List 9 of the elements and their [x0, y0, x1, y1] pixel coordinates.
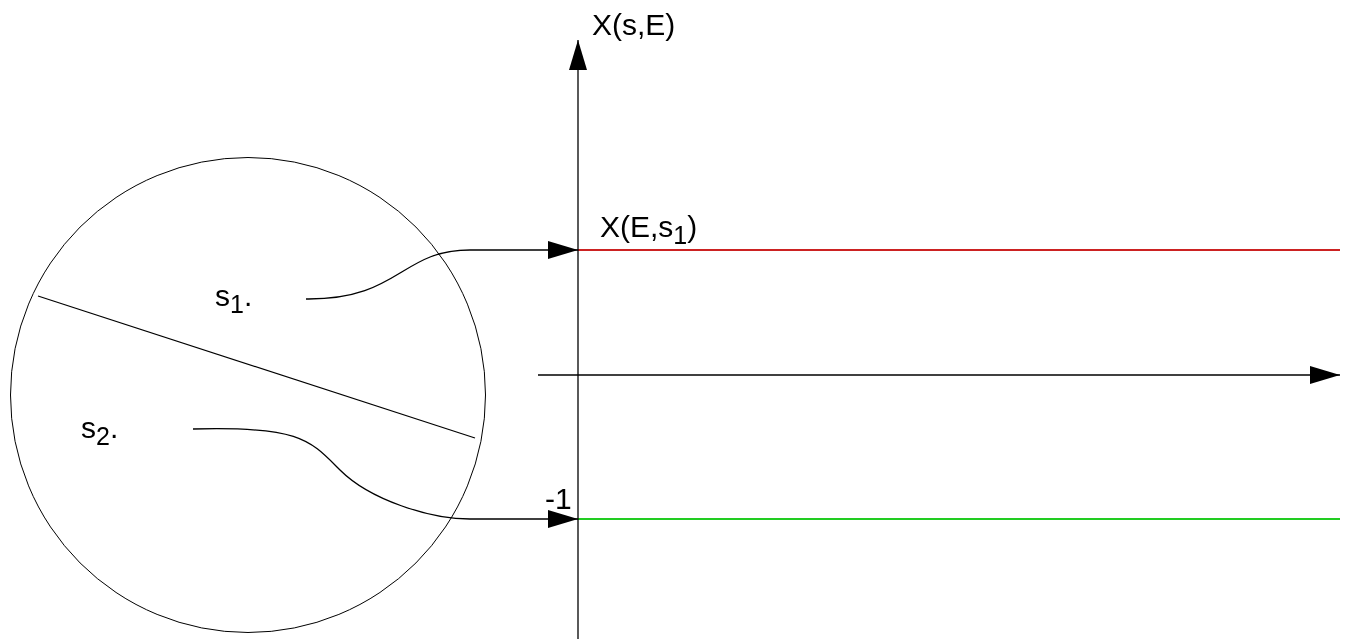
value-label: -1	[545, 482, 572, 515]
point-label: s$_{2}$.	[81, 411, 119, 451]
arrow	[305, 241, 579, 300]
axis-label: X(s,E)	[592, 8, 676, 41]
level-line	[578, 518, 1340, 520]
value-label: X(E,s$_{1}$)	[600, 210, 698, 250]
arrow	[192, 427, 579, 528]
point-label: s$_{1}$.	[215, 279, 253, 319]
level-line	[578, 249, 1340, 251]
